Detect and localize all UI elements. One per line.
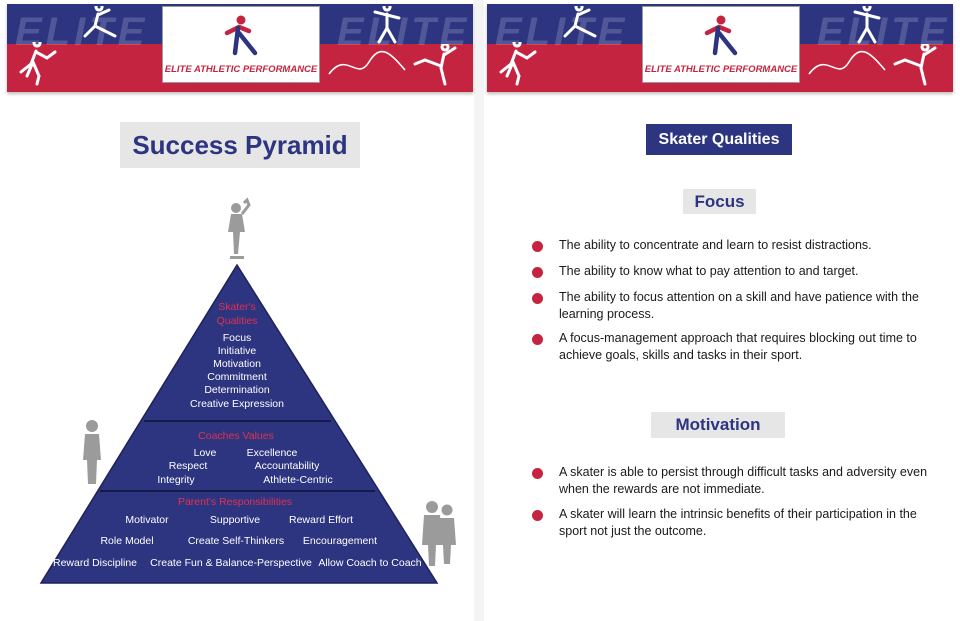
logo-text: ELITE ATHLETIC PERFORMANCE bbox=[164, 64, 318, 75]
skater-silhouette-icon bbox=[893, 44, 937, 86]
bullet-dot-icon bbox=[532, 510, 543, 521]
logo-text: ELITE ATHLETIC PERFORMANCE bbox=[644, 64, 798, 75]
logo-runner-icon bbox=[224, 15, 258, 56]
pyramid-item: Encouragement bbox=[302, 535, 378, 547]
pyramid-item: Commitment bbox=[207, 371, 267, 383]
skater-silhouette-icon bbox=[19, 42, 57, 86]
list-item: The ability to know what to pay attentio… bbox=[532, 263, 932, 280]
motivation-heading-box: Motivation bbox=[651, 412, 785, 438]
bullet-dot-icon bbox=[532, 468, 543, 479]
woman-silhouette-icon bbox=[83, 420, 101, 484]
pyramid-item: Supportive bbox=[209, 514, 261, 526]
pyramid-shape bbox=[39, 263, 439, 584]
pyramid-item: Creative Expression bbox=[190, 398, 284, 410]
right-page: ELITE ELITE ELITE ATHLETIC PERFORMANCE S… bbox=[484, 0, 954, 621]
pyramid-top-heading: Qualities bbox=[216, 315, 258, 327]
bullet-dot-icon bbox=[532, 334, 543, 345]
focus-heading: Focus bbox=[694, 192, 745, 211]
skater-silhouette-icon bbox=[499, 42, 537, 86]
pyramid-item: Excellence bbox=[246, 447, 298, 459]
list-item: The ability to focus attention on a skil… bbox=[532, 289, 932, 323]
list-item: A focus-management approach that require… bbox=[532, 330, 932, 364]
banner-ghost-text: ELITE bbox=[817, 10, 951, 54]
pyramid-item: Create Fun & Balance-Perspective bbox=[150, 557, 312, 569]
motivation-bullet-list: A skater is able to persist through diff… bbox=[532, 464, 932, 540]
skater-silhouette-icon bbox=[853, 6, 881, 44]
pyramid-item: Integrity bbox=[157, 474, 195, 486]
focus-heading-box: Focus bbox=[683, 189, 756, 214]
pyramid-item: Reward Discipline bbox=[52, 557, 138, 569]
ribbon-swirl-icon bbox=[328, 50, 406, 75]
pyramid-bottom-heading: Parent's Responsibilities bbox=[177, 496, 293, 508]
logo-box: ELITE ATHLETIC PERFORMANCE bbox=[162, 6, 320, 83]
bullet-dot-icon bbox=[532, 241, 543, 252]
bullet-dot-icon bbox=[532, 293, 543, 304]
left-page: ELITE ELITE ELITE ATHLETIC PERFORMANCE S… bbox=[0, 0, 473, 621]
pyramid-top-heading: Skater's bbox=[218, 301, 256, 313]
pyramid-item: Motivation bbox=[213, 358, 261, 370]
skater-silhouette-icon bbox=[413, 44, 457, 86]
skater-silhouette-icon bbox=[373, 6, 401, 44]
couple-silhouette-icon bbox=[422, 501, 456, 566]
skater-silhouette-icon bbox=[83, 6, 117, 38]
pyramid-middle-heading: Coaches Values bbox=[198, 430, 274, 442]
pyramid-item: Allow Coach to Coach bbox=[318, 557, 422, 569]
list-item: The ability to concentrate and learn to … bbox=[532, 237, 932, 254]
header-banner: ELITE ELITE ELITE ATHLETIC PERFORMANCE bbox=[487, 4, 953, 92]
focus-bullet-list: The ability to concentrate and learn to … bbox=[532, 237, 932, 364]
banner-ghost-text: ELITE bbox=[337, 10, 471, 54]
pyramid-item: Determination bbox=[204, 384, 270, 396]
pyramid-item: Love bbox=[193, 447, 217, 459]
pyramid-item: Respect bbox=[168, 460, 208, 472]
header-banner: ELITE ELITE ELITE ATHLETIC PERFORMANCE bbox=[7, 4, 473, 92]
skater-silhouette-icon bbox=[228, 197, 251, 259]
ribbon-swirl-icon bbox=[808, 50, 886, 75]
pyramid-item: Motivator bbox=[125, 514, 169, 526]
pyramid-item: Create Self-Thinkers bbox=[187, 535, 285, 547]
bullet-dot-icon bbox=[532, 267, 543, 278]
skater-silhouette-icon bbox=[563, 6, 597, 38]
pyramid-item: Focus bbox=[222, 332, 252, 344]
success-pyramid bbox=[39, 197, 456, 584]
page-title: Success Pyramid bbox=[132, 130, 348, 160]
section-title-box: Skater Qualities bbox=[646, 124, 792, 155]
list-item: A skater will learn the intrinsic benefi… bbox=[532, 506, 932, 540]
motivation-heading: Motivation bbox=[675, 415, 761, 434]
pyramid-item: Initiative bbox=[217, 345, 257, 357]
pyramid-item: Role Model bbox=[100, 535, 154, 547]
page-title-box: Success Pyramid bbox=[120, 122, 360, 168]
page-gap bbox=[474, 0, 484, 621]
logo-box: ELITE ATHLETIC PERFORMANCE bbox=[642, 6, 800, 83]
section-title: Skater Qualities bbox=[658, 131, 780, 148]
pyramid-item: Reward Effort bbox=[289, 514, 353, 526]
pyramid-item: Athlete-Centric bbox=[263, 474, 333, 486]
logo-runner-icon bbox=[704, 15, 738, 56]
pyramid-item: Accountability bbox=[254, 460, 320, 472]
list-item: A skater is able to persist through diff… bbox=[532, 464, 932, 498]
